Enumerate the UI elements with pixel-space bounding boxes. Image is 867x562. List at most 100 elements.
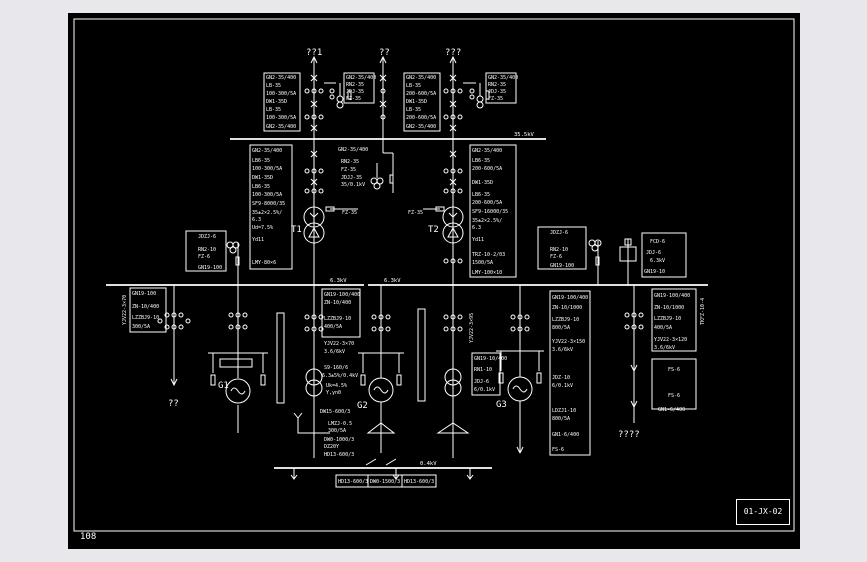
svg-text:300/5A: 300/5A (132, 324, 150, 330)
drawing-frame: 35.5kV ??1 ?? ??? GN2-35/400 (68, 13, 800, 549)
svg-text:800/5A: 800/5A (552, 325, 570, 331)
svg-text:ZN-10/1000: ZN-10/1000 (552, 305, 582, 311)
svg-text:LB-35: LB-35 (266, 83, 281, 89)
transformer-t2 (442, 206, 464, 244)
t2-column: T2 FZ-35 (408, 139, 464, 285)
svg-text:LZZBJ9-10: LZZBJ9-10 (654, 316, 681, 322)
svg-text:DW0-1000/3: DW0-1000/3 (324, 437, 354, 443)
svg-text:JDZJ-6: JDZJ-6 (198, 234, 216, 240)
left-cable-bar (276, 312, 285, 404)
inner-border (73, 18, 795, 532)
svg-text:RN2-35: RN2-35 (488, 82, 506, 88)
svg-text:TRZ-10-2/03: TRZ-10-2/03 (472, 252, 505, 258)
outgoing-far-right-label: ???? (618, 430, 640, 440)
svg-text:FZ-6: FZ-6 (198, 254, 210, 260)
t1-column: T1 FZ-35 (291, 139, 358, 285)
svg-text:DW1-35D: DW1-35D (266, 99, 287, 105)
svg-text:6.3: 6.3 (252, 217, 261, 223)
svg-text:400/5A: 400/5A (324, 324, 342, 330)
svg-text:GN19-100/400: GN19-100/400 (324, 292, 360, 298)
svg-text:YJV22-3×70: YJV22-3×70 (324, 341, 354, 347)
svg-text:JDJ-6: JDJ-6 (474, 379, 489, 385)
svg-text:YJV22-3×70: YJV22-3×70 (122, 295, 128, 325)
svg-text:LB6-35: LB6-35 (252, 184, 270, 190)
hv-bus-label: 35.5kV (514, 132, 535, 138)
svg-text:DZ20Y: DZ20Y (324, 444, 339, 450)
t1-arrester-label: FZ-35 (342, 210, 357, 216)
svg-text:200-600/5A: 200-600/5A (472, 166, 502, 172)
svg-text:FS-6: FS-6 (668, 393, 680, 399)
svg-text:ZN-10/400: ZN-10/400 (132, 304, 159, 310)
svg-text:FS-6: FS-6 (552, 447, 564, 453)
svg-text:GN19-100: GN19-100 (198, 265, 222, 271)
svg-text:LB6-35: LB6-35 (472, 192, 490, 198)
svg-text:LZZBJ9-10: LZZBJ9-10 (552, 317, 579, 323)
svg-text:LB-35: LB-35 (406, 107, 421, 113)
svg-text:GN2-35/400: GN2-35/400 (406, 124, 436, 130)
aux-bottom-table: HD13-600/3 DW0-1500/3 HD13-600/3 (335, 474, 437, 488)
aux-lv-labels: DW15-600/3 LMZJ-0.5 300/5A DW0-1000/3 DZ… (320, 409, 354, 458)
svg-text:GN2-35/400: GN2-35/400 (346, 75, 376, 81)
generator-g1 (225, 378, 251, 404)
incomer-left-side-table: GN2-35/400 RN2-35 JDJ-35 FZ-35 (343, 72, 376, 104)
incomer-right-side-table: GN2-35/400 RN2-35 JDJ-35 FZ-35 (485, 72, 518, 104)
g3-table: GN19-100/400 ZN-10/1000 LZZBJ9-10 800/5A… (549, 290, 591, 456)
incoming-middle-label: ?? (379, 48, 390, 58)
svg-text:Yd11: Yd11 (472, 237, 484, 243)
t2-table: GN2-35/400 LB6-35 200-600/5A DW1-35D LB6… (469, 144, 517, 278)
svg-text:SF9-16000/35: SF9-16000/35 (472, 209, 508, 215)
svg-text:Y,yn0: Y,yn0 (326, 390, 341, 396)
generator-g3-branch: G3 (496, 285, 544, 454)
svg-text:ZN-10/1000: ZN-10/1000 (654, 305, 684, 311)
svg-text:HD13-600/3: HD13-600/3 (338, 479, 368, 485)
svg-text:100-300/5A: 100-300/5A (252, 166, 282, 172)
outgoing-far-left-label: ?? (168, 399, 179, 409)
svg-text:Uk=4.5%: Uk=4.5% (326, 383, 347, 389)
svg-text:1500/5A: 1500/5A (472, 260, 493, 266)
lv-pt-left: JDZJ-6 RN2-10 FZ-6 GN19-100 (185, 230, 240, 285)
svg-text:100-300/5A: 100-300/5A (266, 115, 296, 121)
svg-text:LDZJ1-10: LDZJ1-10 (552, 408, 576, 414)
svg-text:YJV22-3×95: YJV22-3×95 (469, 313, 475, 343)
incomer-left-table: GN2-35/400 LB-35 100-300/5A DW1-35D LB-3… (263, 72, 301, 132)
lv-pt-right: JDZJ-6 RN2-10 FZ-6 GN19-100 (537, 226, 602, 285)
svg-text:GN2-35/400: GN2-35/400 (338, 147, 368, 153)
svg-text:300/5A: 300/5A (328, 428, 346, 434)
incoming-left-label: ??1 (306, 48, 322, 58)
svg-text:SF9-8000/35: SF9-8000/35 (252, 201, 285, 207)
svg-text:LB6-35: LB6-35 (252, 158, 270, 164)
svg-text:S9-160/6: S9-160/6 (324, 365, 348, 371)
right-pt: FCD-6 JDJ-6 6.3kV GN19-10 (619, 232, 687, 285)
svg-text:100-300/5A: 100-300/5A (252, 192, 282, 198)
t2-arrester-label: FZ-35 (408, 210, 423, 216)
svg-text:GN1-6/400: GN1-6/400 (552, 432, 579, 438)
svg-text:DW15-600/3: DW15-600/3 (320, 409, 350, 415)
incomer-left (304, 55, 352, 139)
svg-text:800/5A: 800/5A (552, 416, 570, 422)
svg-text:DW0-1500/3: DW0-1500/3 (370, 479, 400, 485)
svg-text:JDJ-35: JDJ-35 (488, 89, 506, 95)
svg-text:Yd11: Yd11 (252, 237, 264, 243)
svg-text:GN1-6/400: GN1-6/400 (658, 407, 685, 413)
svg-text:200-600/5A: 200-600/5A (406, 115, 436, 121)
g2-side-feeder: YJV22-3×95 GN19-10/400 RN1-10 JDJ-6 6/0.… (436, 285, 507, 458)
svg-text:TKFZ-10-4: TKFZ-10-4 (700, 298, 706, 325)
aux-bus-label: 0.4kV (420, 461, 437, 467)
incoming-right-label: ??? (445, 48, 461, 58)
aux-transformer-feeder: GN19-100/400 ZN-10/400 LZZBJ9-10 400/5A … (293, 285, 361, 458)
g1-label: G1 (218, 381, 229, 391)
svg-text:Ud=7.5%: Ud=7.5% (252, 225, 273, 231)
svg-text:35/0.1kV: 35/0.1kV (341, 182, 365, 188)
svg-text:GN2-35/400: GN2-35/400 (266, 75, 296, 81)
svg-text:200-600/5A: 200-600/5A (406, 91, 436, 97)
svg-text:GN19-100/400: GN19-100/400 (654, 293, 690, 299)
svg-text:35±2×2.5%/: 35±2×2.5%/ (472, 218, 502, 224)
lv-bus-left-label: 6.3kV (330, 278, 347, 284)
single-line-diagram: 35.5kV ??1 ?? ??? GN2-35/400 (73, 18, 795, 532)
svg-text:LB-35: LB-35 (266, 107, 281, 113)
svg-text:GN2-35/400: GN2-35/400 (266, 124, 296, 130)
svg-text:200-600/5A: 200-600/5A (472, 200, 502, 206)
transformer-t1 (303, 206, 325, 244)
svg-text:3.6/6kV: 3.6/6kV (552, 347, 573, 353)
svg-text:GN2-35/400: GN2-35/400 (406, 75, 436, 81)
